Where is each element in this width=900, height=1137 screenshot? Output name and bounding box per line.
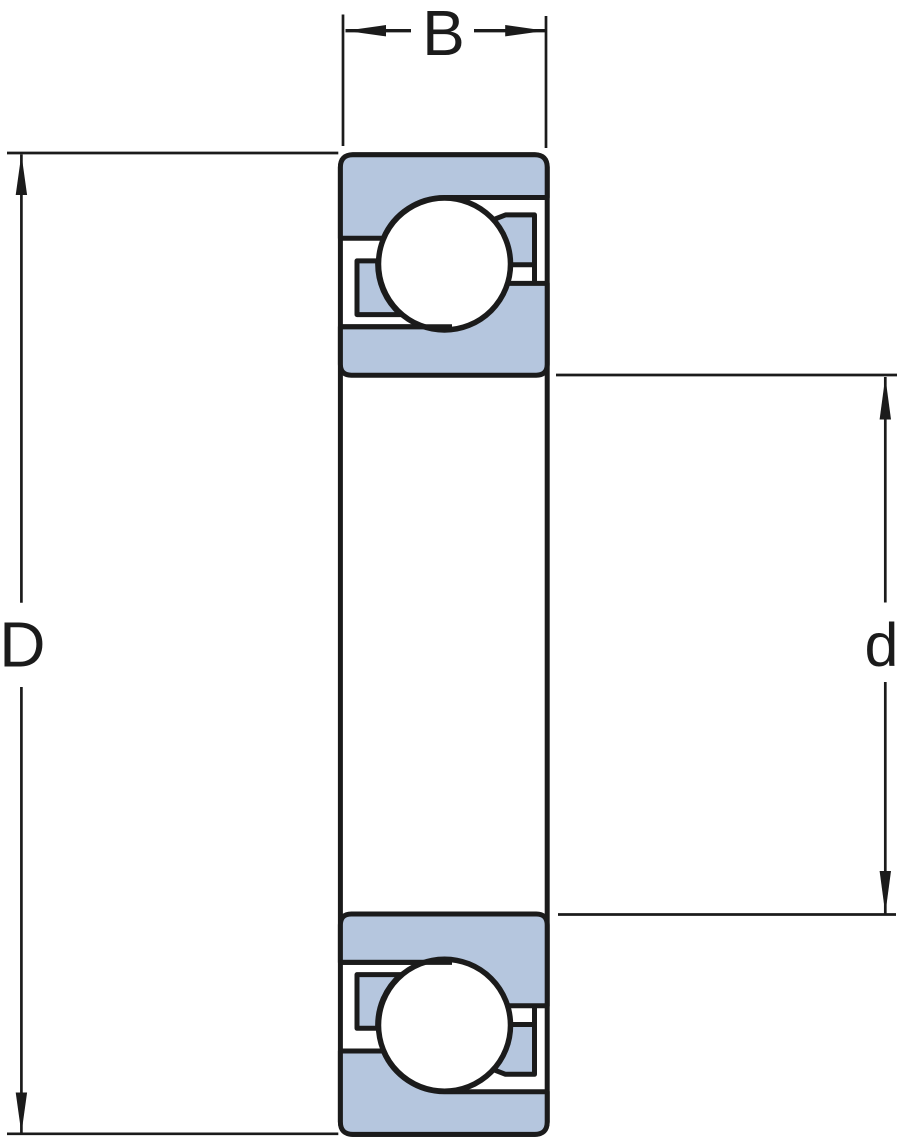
- svg-text:B: B: [422, 0, 465, 69]
- svg-text:d: d: [865, 611, 899, 679]
- svg-text:D: D: [0, 609, 45, 681]
